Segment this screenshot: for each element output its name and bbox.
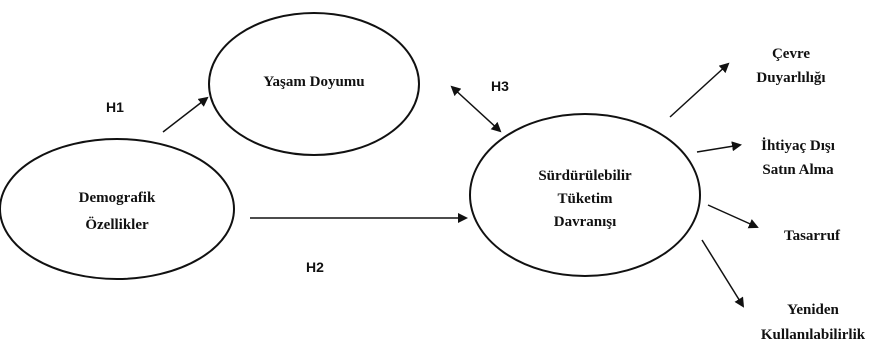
h3-label: H3	[491, 78, 509, 94]
yeniden-label-line2: Kullanılabilirlik	[761, 327, 866, 343]
cevre-label-line1: Çevre	[772, 46, 810, 62]
surdurulebilir-label-line3: Davranışı	[554, 214, 617, 230]
yasam-doyumu-label: Yaşam Doyumu	[263, 74, 364, 90]
ihtiyac-label-line2: Satın Alma	[762, 162, 834, 178]
surdurulebilir-label-line1: Sürdürülebilir	[538, 168, 632, 184]
h3-arrow	[450, 85, 502, 133]
tasarruf-arrow	[707, 204, 759, 229]
h2-label: H2	[306, 259, 324, 275]
ihtiyac-label-line1: İhtiyaç Dışı	[761, 137, 835, 154]
h1-arrow	[162, 96, 209, 133]
demografik-label-line2: Özellikler	[85, 216, 149, 233]
yasam-doyumu-ellipse	[208, 12, 420, 156]
tasarruf-label: Tasarruf	[784, 228, 841, 244]
demografik-ozellikler-ellipse	[0, 138, 235, 280]
yeniden-arrow	[701, 239, 745, 308]
ihtiyac-arrow	[696, 141, 742, 153]
cevre-label-line2: Duyarlılığı	[756, 70, 825, 86]
demografik-label-line1: Demografik	[79, 190, 156, 206]
surdurulebilir-tuketim-ellipse	[469, 113, 701, 277]
surdurulebilir-label-line2: Tüketim	[557, 191, 613, 207]
yeniden-label-line1: Yeniden	[787, 302, 839, 318]
h1-label: H1	[106, 99, 124, 115]
cevre-arrow	[669, 62, 730, 118]
